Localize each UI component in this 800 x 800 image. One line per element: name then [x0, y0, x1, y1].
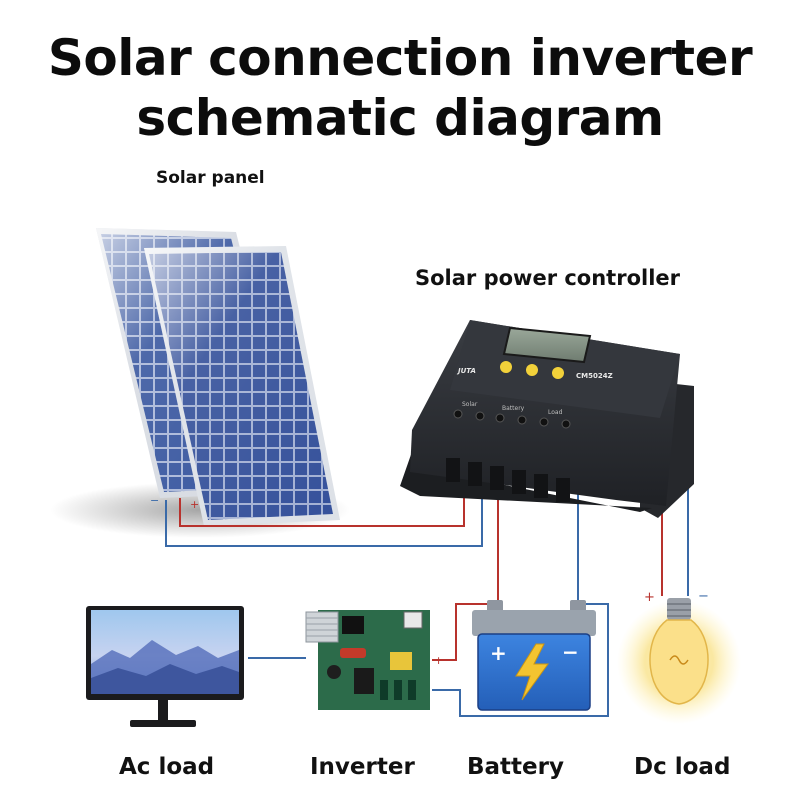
solar-panel-label: Solar panel	[156, 168, 265, 188]
inverter-minus-sign: −	[434, 684, 443, 697]
terminal-block-4	[512, 470, 526, 494]
panel-plus-sign: +	[190, 498, 199, 511]
terminal-screw-1	[453, 409, 463, 419]
controller-label: Solar power controller	[415, 266, 681, 290]
ac-load-label: Ac load	[119, 754, 215, 780]
inverter-label: Inverter	[310, 754, 415, 780]
ac-load-monitor	[86, 606, 244, 727]
controller-button-1	[500, 361, 512, 373]
lightning-bolt-icon	[515, 643, 549, 701]
solar-controller: JUTA CM5024Z Solar Battery Load	[400, 320, 694, 518]
bulb-filament	[669, 655, 689, 665]
battery-inverter-positive-wire	[432, 603, 494, 661]
terminal-label-load: Load	[548, 409, 563, 416]
terminal-block-3	[490, 466, 504, 490]
controller-button-2	[526, 364, 538, 376]
inverter-inductor	[327, 665, 341, 679]
inverter-plus-sign: +	[434, 654, 443, 667]
monitor-base	[130, 720, 196, 727]
terminal-label-solar: Solar	[462, 401, 478, 408]
dc-load-label: Dc load	[634, 754, 731, 780]
battery-negative-post	[570, 600, 586, 612]
solar-panel-front	[144, 246, 340, 526]
monitor-stand	[158, 700, 168, 722]
terminal-screw-2	[475, 411, 485, 421]
inverter-heatsink	[305, 611, 339, 643]
terminal-block-1	[446, 458, 460, 482]
dc-load-bulb: + −	[617, 589, 741, 724]
inverter-transformer	[342, 616, 364, 634]
title-line-2: schematic diagram	[136, 89, 664, 147]
battery-plus-sign: +	[490, 641, 507, 665]
inverter-board: + −	[305, 610, 443, 710]
diagram-title: Solar connection inverter schematic diag…	[0, 28, 800, 148]
battery: + −	[472, 600, 596, 711]
inverter-connector	[403, 611, 423, 629]
terminal-block-5	[534, 474, 548, 498]
panel-minus-sign: −	[150, 494, 159, 507]
terminal-screw-3	[495, 413, 505, 423]
bulb-plus-sign: +	[644, 590, 655, 605]
terminal-label-battery: Battery	[502, 405, 525, 412]
terminal-block-6	[556, 478, 570, 502]
title-line-1: Solar connection inverter	[47, 29, 753, 87]
bulb-glass	[649, 619, 709, 705]
inverter-capacitor-red	[340, 648, 366, 658]
battery-label: Battery	[467, 754, 564, 780]
terminal-block-2	[468, 462, 482, 486]
controller-model: CM5024Z	[576, 372, 613, 380]
controller-brand: JUTA	[456, 367, 476, 375]
inverter-coil-yellow	[390, 652, 412, 670]
battery-lid	[472, 610, 596, 636]
inverter-chip	[354, 668, 374, 694]
controller-lcd-screen	[502, 326, 592, 364]
battery-inverter-negative-wire	[432, 603, 609, 717]
controller-button-3	[552, 367, 564, 379]
terminal-screw-4	[517, 415, 527, 425]
solar-panel-group: − +	[50, 228, 350, 538]
terminal-screw-5	[539, 417, 549, 427]
battery-minus-sign: −	[562, 640, 579, 664]
battery-positive-post	[487, 600, 503, 612]
bulb-minus-sign: −	[698, 589, 709, 604]
terminal-screw-6	[561, 419, 571, 429]
